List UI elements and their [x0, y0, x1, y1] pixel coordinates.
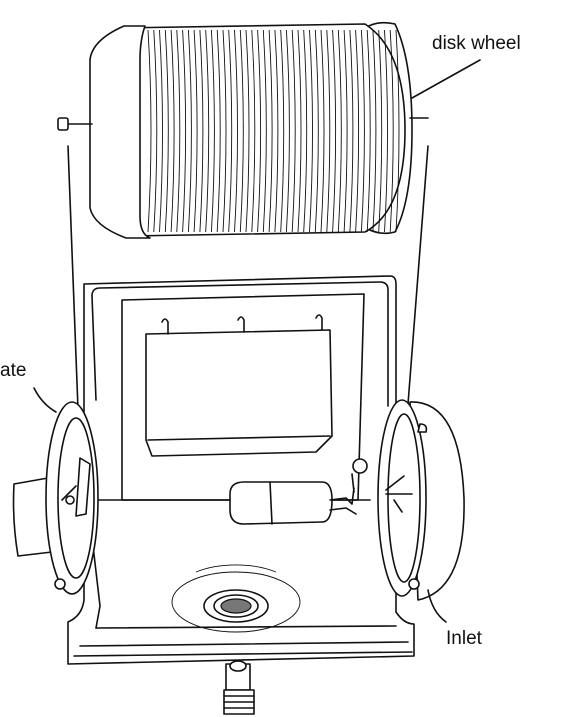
gate-leader — [33, 387, 57, 413]
drum-rib — [159, 29, 163, 233]
right-arrow-shaft — [407, 145, 429, 405]
drum-rib — [228, 29, 233, 233]
drum-rib — [384, 29, 388, 233]
inlet-leader — [427, 589, 447, 623]
drum-rib — [164, 29, 169, 233]
drum-rib — [326, 29, 331, 233]
drum-rib — [193, 29, 198, 233]
drum-rib — [182, 29, 187, 233]
drum-rib — [216, 29, 221, 233]
drum-rib — [176, 29, 181, 233]
disk-wheel-ribs — [147, 29, 400, 233]
drum-rib — [147, 29, 152, 233]
drum-rib — [389, 29, 394, 233]
drum-rib — [262, 29, 267, 233]
drum-rib — [355, 29, 360, 233]
bottom-fitting — [223, 660, 255, 715]
drum-rib — [349, 29, 354, 233]
disk-wheel-label: disk wheel — [432, 33, 521, 54]
drum-rib — [153, 29, 158, 233]
drum-rib — [291, 29, 296, 233]
drum-rib — [170, 29, 175, 233]
drum-rib — [274, 29, 279, 233]
drum-rib — [337, 29, 342, 233]
drum-rib — [205, 29, 210, 233]
left-axle-knob — [57, 117, 69, 131]
drum-rib — [395, 29, 400, 233]
drum-rib — [257, 29, 262, 233]
drain — [171, 564, 301, 633]
drum-rib — [343, 29, 348, 233]
drum-rib — [239, 29, 244, 233]
drum-rib — [199, 29, 204, 233]
drum-rib — [251, 29, 256, 233]
float-valve — [229, 458, 368, 525]
drum-rib — [314, 29, 319, 233]
drum-rib — [210, 29, 215, 233]
drum-rib — [222, 29, 227, 233]
drum-rib — [187, 29, 192, 233]
drum-rib — [303, 29, 308, 233]
drum-rib — [320, 29, 325, 233]
tank — [67, 275, 415, 715]
drum-rib — [332, 29, 337, 233]
drum-rib — [360, 29, 365, 233]
drum-rib — [366, 29, 371, 233]
drum-rib — [297, 29, 302, 233]
drum-rib — [280, 29, 285, 233]
drum-rib — [372, 29, 377, 233]
drum-rib — [268, 29, 273, 233]
inlet-label: Inlet — [446, 628, 483, 649]
hanging-bracket — [145, 329, 333, 457]
gate-plate — [12, 401, 99, 595]
inlet-disc — [377, 399, 427, 597]
drum-rib — [234, 29, 238, 233]
drum-rib — [285, 29, 290, 233]
gate-cylinder — [12, 477, 53, 557]
drum-rib — [378, 29, 383, 233]
drum-rib — [245, 29, 250, 233]
disk-wheel — [57, 21, 429, 239]
drum-rib — [309, 29, 313, 233]
gate-latch — [75, 457, 91, 517]
gate-label: ate — [0, 360, 26, 381]
inlet-plate — [377, 399, 465, 601]
disk-wheel-leader — [411, 59, 481, 99]
